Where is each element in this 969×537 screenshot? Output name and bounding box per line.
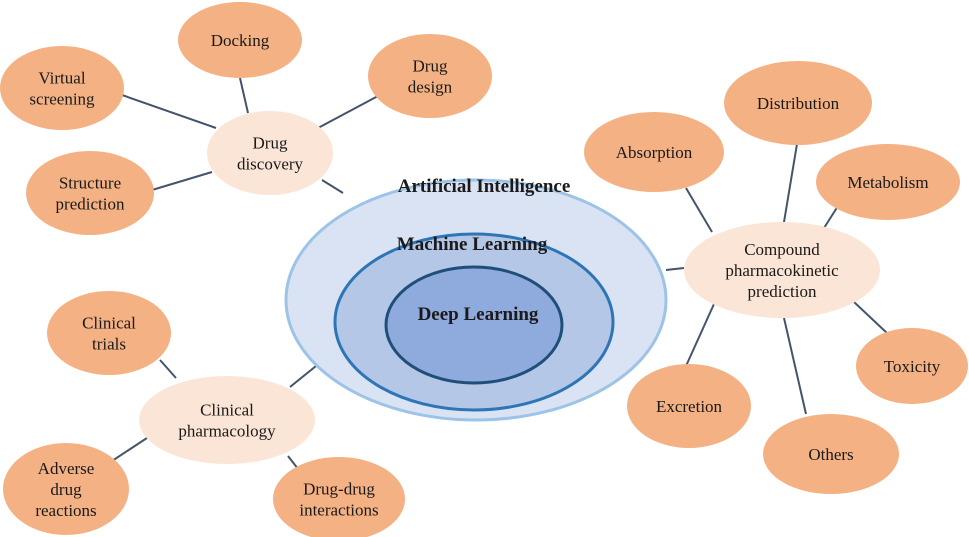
absorption-node: Absorption [584,112,724,192]
pk-prediction-hub-label: Compound [744,240,820,259]
excretion-node-shape [627,364,751,448]
clinical-pharmacology-hub: Clinical pharmacology [139,376,315,464]
adverse-drug-reactions-node-label: drug [50,480,82,499]
structure-prediction-connector [151,171,213,191]
metabolism-node: Metabolism [816,144,960,220]
clinical-pharmacology-hub-label: pharmacology [178,422,276,441]
adverse-drug-reactions-node-label: reactions [35,501,96,520]
toxicity-node: Toxicity [856,328,968,404]
drug-drug-interactions-node-label: Drug-drug [303,480,375,499]
others-node-shape [763,414,899,494]
structure-prediction-node-shape [26,151,154,235]
adverse-drug-reactions-node: Adverse drug reactions [3,443,129,535]
excretion-connector [685,303,715,367]
drug-drug-interactions-node-shape [273,457,405,537]
clinical-pharmacology-hub-shape [139,376,315,464]
connector-lines [111,77,889,475]
docking-connector [239,77,249,114]
clinical-trials-node-label: Clinical [82,314,136,333]
drug-design-node-shape [368,34,492,118]
drug-design-node-label: design [408,78,453,97]
absorption-node-shape [584,112,724,192]
distribution-node-shape [724,61,872,145]
excretion-node: Excretion [627,364,751,448]
distribution-connector [783,143,798,223]
structure-prediction-node-label: Structure [59,174,121,193]
virtual-screening-node: Virtual screening [0,46,124,130]
drug-discovery-hub-shape [207,111,333,195]
excretion-node-label: Excretion [656,397,723,416]
virtual-screening-node-label: Virtual [38,69,85,88]
adverse-drug-reactions-node-label: Adverse [38,459,95,478]
pk-prediction-hub-label: prediction [748,282,817,301]
drug-discovery-core-connector [321,179,344,194]
structure-prediction-node: Structure prediction [26,151,154,235]
virtual-screening-node-shape [0,46,124,130]
distribution-node: Distribution [724,61,872,145]
others-node-label: Others [808,445,853,464]
pk-prediction-hub: Compound pharmacokinetic prediction [684,222,880,318]
dl-ellipse [384,265,564,385]
drug-design-node-label: Drug [413,57,448,76]
drug-drug-interactions-node-label: interactions [299,501,378,520]
absorption-node-label: Absorption [616,143,693,162]
metabolism-connector [823,205,839,229]
adverse-drug-reactions-node-shape [3,443,129,535]
pk-prediction-hub-label: pharmacokinetic [725,261,839,280]
pk-prediction-hub-shape [684,222,880,318]
docking-node-shape [178,2,302,78]
virtual-screening-node-label: screening [29,90,95,109]
drug-design-connector [317,95,379,129]
drug-drug-interactions-node: Drug-drug interactions [273,457,405,537]
core-circles: Artificial Intelligence Machine Learning… [284,176,668,422]
adverse-drug-reactions-connector [111,435,151,462]
metabolism-node-shape [816,144,960,220]
others-node: Others [763,414,899,494]
drug-discovery-hub-label: Drug [253,134,288,153]
ml-title: Machine Learning [397,234,548,255]
drug-discovery-hub-label: discovery [237,155,304,174]
clinical-pharmacology-core-connector [289,365,317,388]
distribution-node-label: Distribution [757,94,840,113]
clinical-trials-node-label: trials [92,335,126,354]
virtual-screening-connector [121,94,217,129]
ai-title: Artificial Intelligence [398,176,571,197]
structure-prediction-node-label: prediction [56,195,125,214]
absorption-connector [685,187,713,233]
docking-node: Docking [178,2,302,78]
docking-node-label: Docking [211,31,270,50]
others-connector [783,317,807,415]
clinical-trials-connector [159,359,177,379]
clinical-trials-node: Clinical trials [47,291,171,375]
toxicity-node-shape [856,328,968,404]
drug-design-node: Drug design [368,34,492,118]
metabolism-node-label: Metabolism [847,173,928,192]
clinical-trials-node-shape [47,291,171,375]
toxicity-connector [853,301,889,335]
pk-prediction-core-connector [665,267,685,271]
clinical-pharmacology-hub-label: Clinical [200,401,254,420]
toxicity-node-label: Toxicity [884,357,941,376]
drug-discovery-hub: Drug discovery [207,111,333,195]
dl-title: Deep Learning [418,304,539,325]
